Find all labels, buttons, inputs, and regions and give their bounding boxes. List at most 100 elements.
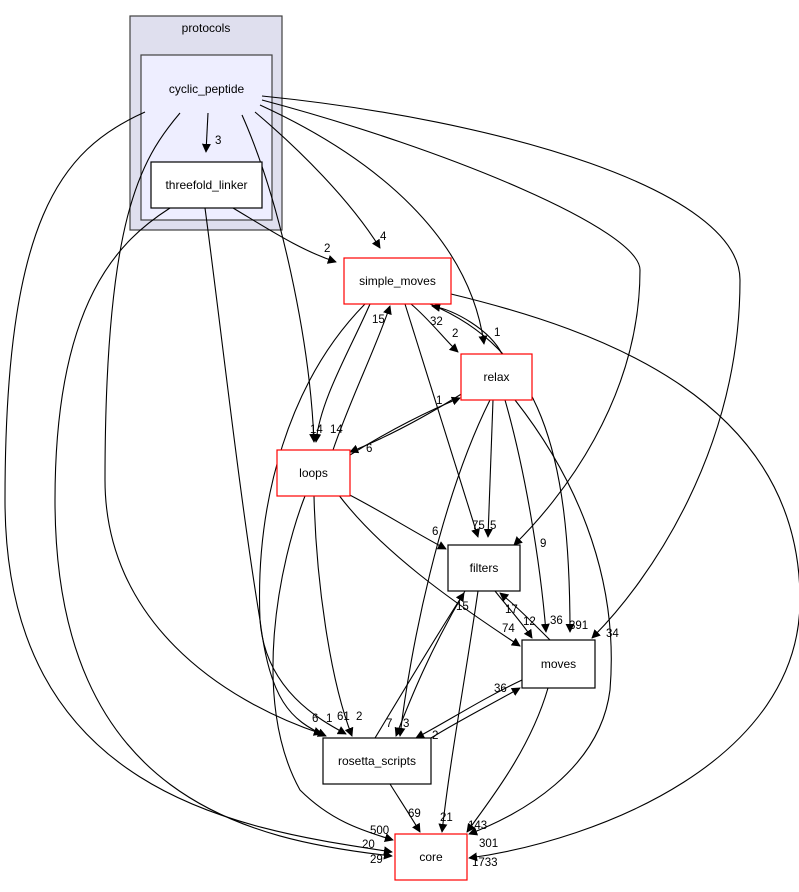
edge-line [410, 303, 459, 353]
edge-rosetta-scripts-to-moves[interactable]: 36 [430, 683, 521, 739]
edge-relax-to-rosetta-scripts[interactable]: 7 [386, 399, 491, 737]
edge-line [483, 399, 494, 538]
edge-line [466, 687, 549, 833]
edge-cyclic-peptide-to-simple-moves[interactable]: 4 [254, 111, 387, 249]
edge-count-label[interactable]: 2 [356, 711, 362, 723]
edge-simple-moves-to-rosetta-scripts[interactable]: 61 [258, 303, 366, 735]
edge-cyclic-peptide-to-loops[interactable]: 14 [241, 114, 323, 443]
edge-relax-to-loops[interactable]: 6 [349, 392, 464, 455]
edge-count-label[interactable]: 391 [569, 620, 588, 632]
edge-simple-moves-to-moves[interactable]: 391 [429, 303, 588, 633]
edge-loops-to-simple-moves[interactable]: 15 [332, 305, 392, 451]
edge-count-label[interactable]: 4 [380, 231, 387, 243]
node-label[interactable]: moves [541, 657, 576, 671]
edge-simple-moves-to-core[interactable]: 1733 [450, 293, 799, 869]
node-rosetta-scripts[interactable]: rosetta_scripts [322, 737, 432, 785]
edge-cyclic-peptide-to-rosetta-scripts[interactable]: 6 [104, 112, 323, 736]
node-loops[interactable]: loops [276, 449, 351, 497]
edge-count-label[interactable]: 14 [330, 424, 343, 436]
edge-count-label[interactable]: 3 [215, 135, 221, 147]
edge-count-label[interactable]: 5 [490, 520, 496, 532]
edge-rosetta-scripts-to-filters[interactable]: 15 [374, 592, 469, 739]
node-label[interactable]: threefold_linker [165, 178, 247, 192]
edge-relax-to-moves[interactable]: 36 [504, 399, 563, 633]
edge-count-label[interactable]: 2 [324, 243, 330, 255]
edge-threefold-linker-to-simple-moves[interactable]: 2 [232, 207, 337, 264]
edge-count-label[interactable]: 9 [540, 538, 546, 550]
edge-count-label[interactable]: 75 [472, 520, 485, 532]
edge-count-label[interactable]: 61 [337, 711, 350, 723]
node-label[interactable]: relax [483, 370, 509, 384]
edge-cyclic-peptide-to-relax[interactable]: 1 [259, 104, 500, 345]
node-label[interactable]: filters [470, 561, 499, 575]
edge-cyclic-peptide-to-filters[interactable]: 9 [261, 99, 641, 550]
edge-count-label[interactable]: 36 [550, 615, 563, 627]
node-relax[interactable]: relax [460, 353, 533, 401]
edge-simple-moves-to-relax[interactable]: 2 [410, 303, 459, 353]
edge-count-label[interactable]: 15 [372, 314, 385, 326]
node-moves[interactable]: moves [521, 639, 596, 689]
edge-count-label[interactable]: 3 [403, 718, 409, 730]
node-label[interactable]: loops [299, 466, 328, 480]
edge-rosetta-scripts-to-core[interactable]: 69 [389, 783, 421, 833]
edge-threefold-linker-to-rosetta-scripts[interactable]: 1 [204, 207, 332, 737]
edge-count-label[interactable]: 6 [432, 526, 438, 538]
edge-relax-to-simple-moves[interactable]: 32 [430, 302, 503, 355]
edge-line [54, 207, 393, 860]
edge-cyclic-peptide-to-core[interactable]: 20 [4, 111, 393, 856]
node-label[interactable]: rosetta_scripts [338, 754, 416, 768]
cluster-label[interactable]: cyclic_peptide [169, 82, 245, 96]
node-box [447, 544, 521, 592]
node-filters[interactable]: filters [447, 544, 521, 592]
edge-count-label[interactable]: 12 [523, 616, 536, 628]
edge-loops-to-core[interactable]: 500 [272, 495, 394, 842]
edge-loops-to-rosetta-scripts[interactable]: 2 [313, 495, 362, 737]
edge-count-label[interactable]: 1 [494, 327, 500, 339]
edge-count-label[interactable]: 21 [440, 812, 453, 824]
edge-simple-moves-to-filters[interactable]: 75 [404, 303, 485, 538]
edge-simple-moves-to-loops[interactable]: 14 [312, 303, 371, 443]
edge-filters-to-rosetta-scripts[interactable]: 3 [394, 590, 466, 737]
edge-moves-to-filters[interactable]: 17 [499, 592, 551, 641]
edge-loops-to-filters[interactable]: 6 [339, 489, 447, 550]
node-simple-moves[interactable]: simple_moves [343, 257, 452, 305]
edge-count-label[interactable]: 1 [436, 395, 442, 407]
edge-count-label[interactable]: 32 [430, 316, 443, 328]
edge-loops-to-relax[interactable]: 1 [349, 395, 461, 456]
edge-line [337, 493, 521, 647]
node-core[interactable]: core [394, 833, 468, 881]
node-label[interactable]: core [419, 850, 443, 864]
node-label[interactable]: simple_moves [359, 274, 436, 288]
edge-count-label[interactable]: 301 [479, 838, 498, 850]
edge-moves-to-core[interactable]: 301 [466, 687, 549, 850]
edge-loops-to-moves[interactable]: 74 [337, 493, 521, 647]
edge-count-label[interactable]: 1 [326, 713, 332, 725]
edge-count-label[interactable]: 74 [502, 623, 515, 635]
edge-count-label[interactable]: 34 [606, 628, 619, 640]
edge-count-label[interactable]: 6 [312, 713, 318, 725]
edge-cyclic-peptide-to-moves[interactable]: 34 [261, 95, 741, 640]
edge-count-label[interactable]: 500 [370, 825, 389, 837]
edge-count-label[interactable]: 17 [505, 604, 518, 616]
edge-count-label[interactable]: 15 [456, 601, 469, 613]
edge-count-label[interactable]: 7 [386, 718, 392, 730]
edge-line [261, 95, 741, 639]
edge-threefold-linker-to-core[interactable]: 29 [54, 207, 393, 866]
edge-count-label[interactable]: 20 [362, 839, 375, 851]
edge-count-label[interactable]: 1733 [472, 857, 498, 869]
edge-count-label[interactable]: 6 [366, 443, 372, 455]
cluster-label[interactable]: protocols [182, 21, 231, 35]
edge-count-label[interactable]: 14 [310, 424, 323, 436]
edge-count-label[interactable]: 69 [408, 808, 421, 820]
edge-relax-to-core[interactable]: 143 [468, 399, 612, 836]
edge-filters-to-moves[interactable]: 12 [494, 590, 536, 639]
edge-line [396, 399, 491, 737]
edge-count-label[interactable]: 29 [370, 854, 383, 866]
edge-cyclic-peptide-to-threefold-linker[interactable]: 3 [201, 112, 221, 153]
edge-line [349, 396, 461, 456]
edge-count-label[interactable]: 36 [494, 683, 507, 695]
edge-filters-to-core[interactable]: 21 [438, 590, 479, 833]
node-threefold-linker[interactable]: threefold_linker [150, 161, 263, 209]
edge-count-label[interactable]: 2 [452, 328, 458, 340]
edge-relax-to-filters[interactable]: 5 [483, 399, 496, 538]
